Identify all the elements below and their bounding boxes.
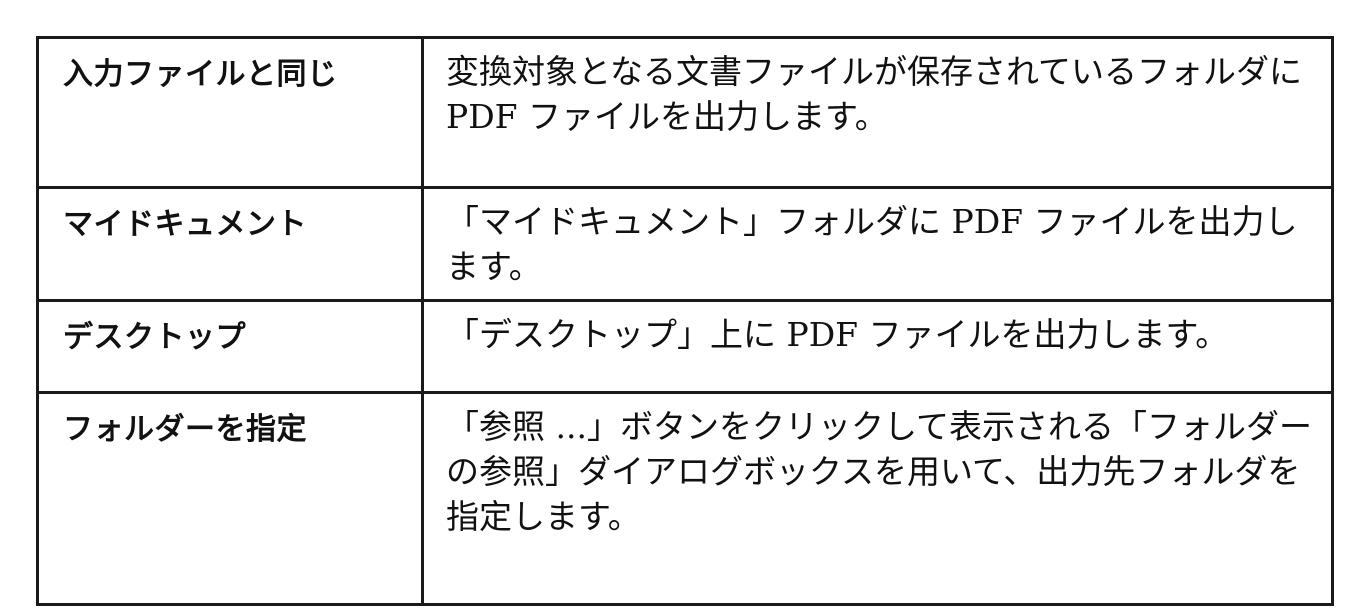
output-folder-options-table: 入力ファイルと同じ 変換対象となる文書ファイルが保存されているフォルダに PDF… xyxy=(36,36,1334,606)
option-term: マイドキュメント xyxy=(36,186,424,302)
option-description: 「参照 ...」ボタンをクリックして表示される「フォルダーの参照」ダイアログボッ… xyxy=(421,391,1334,606)
option-term: 入力ファイルと同じ xyxy=(36,36,424,189)
table-row: フォルダーを指定 「参照 ...」ボタンをクリックして表示される「フォルダーの参… xyxy=(36,391,1334,606)
option-description: 「マイドキュメント」フォルダに PDF ファイルを出力します。 xyxy=(421,186,1334,302)
table-row: マイドキュメント 「マイドキュメント」フォルダに PDF ファイルを出力します。 xyxy=(36,186,1334,302)
option-description: 変換対象となる文書ファイルが保存されているフォルダに PDF ファイルを出力しま… xyxy=(421,36,1334,189)
option-term: デスクトップ xyxy=(36,299,424,394)
option-description: 「デスクトップ」上に PDF ファイルを出力します。 xyxy=(421,299,1334,394)
option-term: フォルダーを指定 xyxy=(36,391,424,606)
table-row: 入力ファイルと同じ 変換対象となる文書ファイルが保存されているフォルダに PDF… xyxy=(36,36,1334,189)
table-row: デスクトップ 「デスクトップ」上に PDF ファイルを出力します。 xyxy=(36,299,1334,394)
